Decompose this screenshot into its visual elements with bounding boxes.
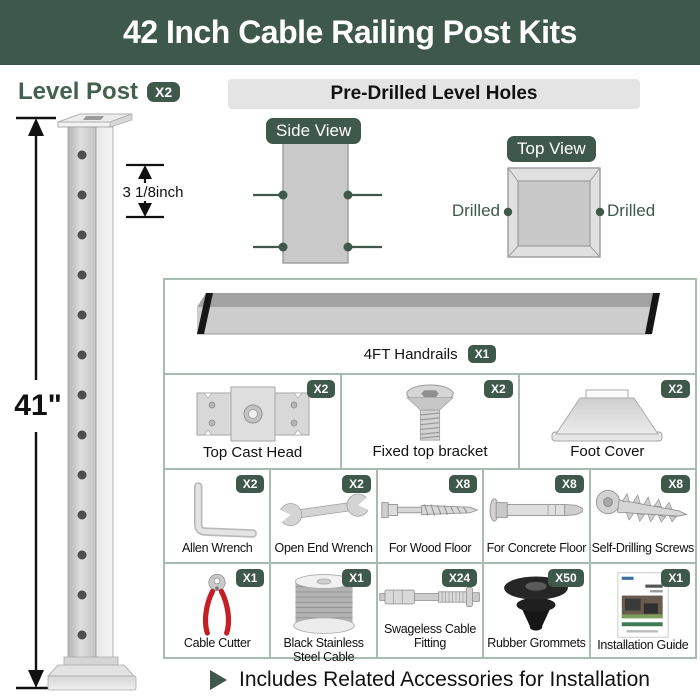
icon-wrap: [378, 564, 482, 622]
kit-item-open-end-wrench: X2 Open End Wrench: [269, 470, 375, 562]
post-side-face: [95, 126, 114, 666]
count-badge: X1: [661, 569, 691, 587]
drilled-left-label: Drilled: [451, 201, 500, 220]
allen-wrench-icon: [194, 481, 258, 538]
top-view-drilled-dots: [503, 207, 605, 217]
count-badge: X2: [235, 475, 265, 493]
cable-cutter-icon: [203, 573, 232, 636]
wood-screw-icon: [381, 501, 479, 518]
handrail-label: 4FT Handrails: [363, 345, 458, 363]
post-base-plate: [47, 656, 137, 691]
kit-item-fixed-top-bracket: X2 Fixed top bracket: [340, 375, 517, 468]
kit-item-cable-spool: X1 Black Stain: [269, 564, 375, 664]
icon-wrap: [591, 564, 695, 638]
kit-item-label: Installation Guide: [597, 638, 689, 652]
top-view-post-square: [507, 167, 601, 258]
post-top-cap: [57, 113, 133, 128]
count-badge: X8: [554, 475, 584, 493]
title-banner: 42 Inch Cable Railing Post Kits: [0, 0, 700, 65]
level-post-count-badge: X2: [147, 82, 181, 102]
icon-wrap: [520, 375, 695, 444]
level-post-illustration: 41" 3 1/8inch: [14, 113, 184, 691]
kit-item-cable-cutter: X1 Cable Cutter: [165, 564, 269, 657]
kit-item-top-cast-head: X2: [165, 375, 340, 468]
hole-spacing-label: 3 1/8inch: [123, 184, 184, 201]
kit-item-label: Open End Wrench: [274, 541, 373, 555]
concrete-anchor-icon: [490, 497, 584, 522]
self-drilling-screw-icon: [595, 489, 688, 523]
predrilled-header-bar: Pre-Drilled Level Holes: [228, 79, 640, 109]
kit-item-installation-guide: X1 Installation Guide: [588, 564, 695, 657]
handrail-icon: [197, 293, 660, 335]
icon-wrap: [271, 564, 375, 636]
icon-wrap: [165, 470, 269, 541]
cable-spool-icon: [292, 574, 355, 634]
count-badge: X1: [235, 569, 265, 587]
count-badge: X8: [448, 475, 478, 493]
count-badge: X50: [548, 569, 584, 587]
foot-cover-icon: [551, 389, 663, 442]
kit-item-wood-floor-screw: X8 For Wood Fl: [375, 470, 482, 562]
top-view-label: Top View: [507, 136, 596, 162]
kit-row-tools-fasteners: X2 Allen Wrench X2: [165, 468, 695, 562]
count-badge: X1: [342, 569, 371, 587]
kit-item-allen-wrench: X2 Allen Wrench: [165, 470, 269, 562]
kit-item-rubber-grommets: X50 Rubber Grommets: [482, 564, 588, 657]
fixed-top-bracket-icon: [406, 384, 454, 441]
installation-guide-icon: [617, 572, 669, 638]
level-post-label: Level Post: [18, 78, 139, 105]
top-cast-head-icon: [196, 386, 310, 442]
count-badge: X8: [661, 475, 691, 493]
handrail-row: 4FT Handrails X1: [165, 280, 695, 373]
kit-item-label: Self-Drilling Screws: [591, 541, 695, 555]
page-title: 42 Inch Cable Railing Post Kits: [123, 14, 577, 50]
kit-item-label: Cable Cutter: [183, 636, 251, 650]
footer-note-text: Includes Related Accessories for Install…: [239, 668, 650, 691]
kit-item-self-drilling-screws: X8: [588, 470, 695, 562]
predrilled-header-label: Pre-Drilled Level Holes: [330, 83, 538, 104]
kit-item-label: Swageless Cable Fitting: [383, 622, 477, 650]
handrail-count-badge: X1: [467, 345, 497, 363]
footer-note: Includes Related Accessories for Install…: [163, 662, 697, 698]
kit-row-cable-accessories: X1 Cable Cutter X1: [165, 562, 695, 664]
post-cable-holes: [77, 150, 87, 640]
kit-row-brackets: X2: [165, 373, 695, 468]
handrail-caption: 4FT Handrails X1: [364, 345, 497, 363]
level-post-heading: Level Post X2: [18, 78, 181, 106]
icon-wrap: [591, 470, 695, 541]
count-badge: X2: [342, 475, 371, 493]
icon-wrap: [165, 564, 269, 636]
kit-item-swageless-fitting: X24: [375, 564, 482, 657]
kit-item-label: Rubber Grommets: [487, 636, 586, 650]
kit-item-label: Fixed top bracket: [372, 443, 488, 461]
drilled-right-label: Drilled: [607, 201, 656, 220]
count-badge: X2: [661, 380, 690, 398]
kit-item-label: Allen Wrench: [181, 541, 253, 555]
side-view-post-rect: [282, 142, 349, 264]
icon-wrap: [271, 470, 375, 541]
predrilled-diagrams: [253, 142, 605, 264]
swageless-fitting-icon: [379, 587, 480, 607]
kit-item-concrete-floor-anchor: X8 For Concrete Floor: [482, 470, 588, 562]
icon-wrap: [342, 375, 517, 444]
icon-wrap: [378, 470, 482, 541]
icon-wrap: [484, 470, 588, 541]
count-badge: X2: [483, 380, 513, 398]
kit-item-label: For Wood Floor: [388, 541, 472, 555]
kit-item-foot-cover: X2 Foot Cover: [517, 375, 695, 468]
kit-contents-table: 4FT Handrails X1 X2: [163, 278, 697, 664]
height-dimension-label: 41": [14, 389, 62, 422]
icon-wrap: [165, 375, 340, 445]
kit-item-label: For Concrete Floor: [486, 541, 587, 555]
count-badge: X24: [441, 569, 478, 587]
open-end-wrench-icon: [273, 493, 374, 526]
side-view-label: Side View: [266, 118, 362, 144]
kit-item-label: Top Cast Head: [203, 444, 303, 461]
side-view-hole-markers: [253, 193, 382, 249]
count-badge: X2: [306, 380, 336, 398]
triangle-bullet-icon: [210, 670, 228, 690]
kit-item-label: Foot Cover: [570, 443, 645, 461]
kit-item-label: Black Stainless Steel Cable: [283, 636, 364, 664]
